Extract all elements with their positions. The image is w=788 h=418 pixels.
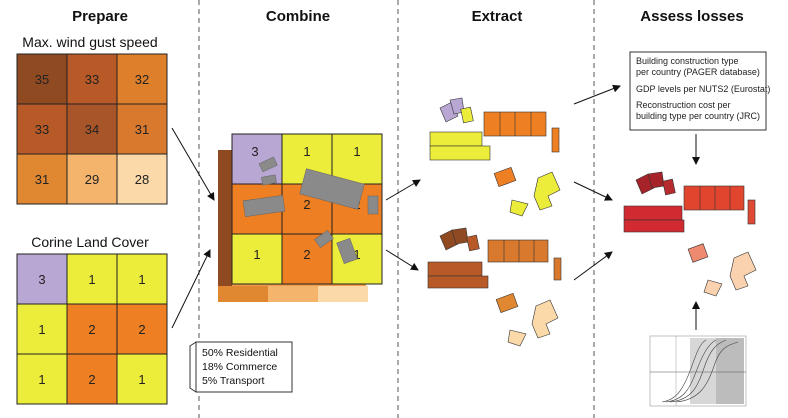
combined-cell-value: 2	[303, 247, 310, 262]
header-combine: Combine	[266, 8, 330, 25]
arrow-combine-to-extract-top	[385, 179, 421, 201]
info-line-5: building type per country (JRC)	[636, 111, 760, 121]
landcover-cell	[16, 303, 68, 355]
land-use-legend: 50% Residential 18% Commerce 5% Transpor…	[189, 341, 293, 393]
landcover-cell	[16, 353, 68, 405]
landcover-cell	[116, 253, 168, 305]
wind-cell	[116, 153, 168, 205]
extracted-buildings-landcover	[429, 97, 561, 217]
arrow-extract-top-to-assess	[573, 181, 613, 201]
combined-grid: 31122121	[218, 133, 383, 302]
wind-cell-value: 32	[135, 72, 149, 87]
loss-buildings	[623, 171, 757, 297]
arrow-wind-to-combine	[171, 127, 215, 201]
landcover-cell-value: 2	[138, 322, 145, 337]
info-line-1: Building construction type	[636, 56, 739, 66]
arrow-extract-bottom-to-assess	[573, 251, 613, 281]
building-footprints	[242, 156, 379, 265]
landcover-cell-value: 1	[88, 272, 95, 287]
combined-cell-value: 3	[251, 144, 258, 159]
header-assess-losses: Assess losses	[640, 8, 743, 25]
combined-cell-value: 1	[303, 144, 310, 159]
combined-cell	[331, 133, 383, 185]
landcover-cell	[116, 353, 168, 405]
wind-cell-value: 29	[85, 172, 99, 187]
landcover-cell	[66, 253, 118, 305]
landcover-grid-label: Corine Land Cover	[31, 234, 149, 250]
info-line-2: per country (PAGER database)	[636, 67, 760, 77]
combined-cell-value: 2	[303, 197, 310, 212]
land-cover-grid: 3 1 1 1 2 2 1 2 1	[16, 253, 168, 405]
wind-gust-grid: 35 33 32 33 34 31 31 29 28	[16, 53, 168, 205]
landcover-cell-value: 3	[38, 272, 45, 287]
landcover-cell-value: 1	[138, 272, 145, 287]
wind-cell-value: 31	[35, 172, 49, 187]
extracted-buildings-wind	[427, 227, 562, 347]
wind-cell	[116, 103, 168, 155]
legend-residential: 50% Residential	[202, 347, 278, 359]
data-sources-box: Building construction type per country (…	[629, 51, 770, 131]
landcover-cell	[116, 303, 168, 355]
landcover-cell	[66, 303, 118, 355]
landcover-cell	[16, 253, 68, 305]
combined-cell-value: 1	[353, 144, 360, 159]
header-prepare: Prepare	[72, 8, 128, 25]
arrow-landcover-to-combine	[171, 249, 211, 329]
wind-cell-value: 34	[85, 122, 99, 137]
wind-grid-label: Max. wind gust speed	[22, 34, 157, 50]
legend-commerce: 18% Commerce	[202, 361, 277, 373]
wind-cell	[66, 53, 118, 105]
wind-cell-value: 33	[35, 122, 49, 137]
wind-cell-value: 31	[135, 122, 149, 137]
landcover-cell	[66, 353, 118, 405]
legend-transport: 5% Transport	[202, 375, 265, 387]
arrow-combine-to-extract-bottom	[385, 249, 419, 271]
landcover-cell-value: 1	[38, 372, 45, 387]
wind-cell-value: 35	[35, 72, 49, 87]
landcover-cell-value: 1	[38, 322, 45, 337]
combined-cell-value: 1	[253, 247, 260, 262]
vulnerability-curves-chart	[649, 301, 747, 407]
header-extract: Extract	[472, 8, 523, 25]
arrow-extract-to-info	[573, 84, 621, 105]
landcover-cell-value: 1	[138, 372, 145, 387]
info-line-4: Reconstruction cost per	[636, 100, 731, 110]
info-line-3: GDP levels per NUTS2 (Eurostat)	[636, 84, 770, 94]
wind-cell-value: 28	[135, 172, 149, 187]
landcover-cell-value: 2	[88, 372, 95, 387]
landcover-cell-value: 2	[88, 322, 95, 337]
combined-cell-value: 1	[353, 247, 360, 262]
wind-cell-value: 33	[85, 72, 99, 87]
